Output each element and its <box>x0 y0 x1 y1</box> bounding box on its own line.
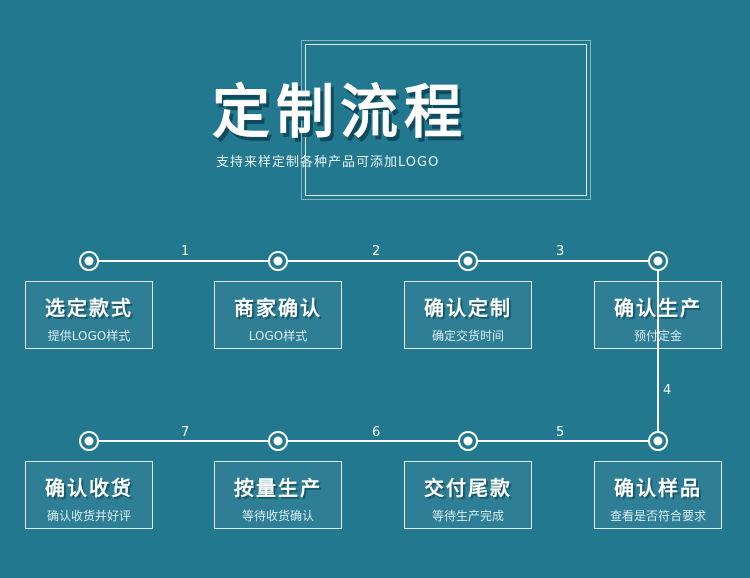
step-card-confirm-customize: 确认定制 确定交货时间 <box>404 281 532 349</box>
page-title: 定制流程 <box>212 78 469 146</box>
node-3 <box>458 251 478 271</box>
step-card-merchant-confirm: 商家确认 LOGO样式 <box>214 281 342 349</box>
title-frame-back <box>305 44 587 196</box>
step-desc: 查看是否符合要求 <box>609 509 706 523</box>
node-8 <box>648 431 668 451</box>
node-5 <box>79 431 99 451</box>
node-6 <box>268 431 288 451</box>
step-card-mass-production: 按量生产 等待收货确认 <box>214 461 342 529</box>
title-frame-front <box>301 40 591 200</box>
step-desc: 等待生产完成 <box>431 509 504 523</box>
step-title: 确认定制 <box>424 296 512 320</box>
connector-label-4: 4 <box>663 383 672 398</box>
step-title: 选定款式 <box>45 296 133 320</box>
node-7 <box>458 431 478 451</box>
step-title: 确认样品 <box>614 476 702 500</box>
step-title: 确认收货 <box>45 476 133 500</box>
step-card-select-style: 选定款式 提供LOGO样式 <box>25 281 153 349</box>
step-card-final-payment: 交付尾款 等待生产完成 <box>404 461 532 529</box>
node-2 <box>268 251 288 271</box>
step-desc: 确定交货时间 <box>431 329 504 343</box>
step-desc: 提供LOGO样式 <box>47 329 131 343</box>
step-card-confirm-production: 确认生产 预付定金 <box>594 281 722 349</box>
step-title: 按量生产 <box>234 476 322 500</box>
connector-label-7: 7 <box>181 425 190 440</box>
node-1 <box>79 251 99 271</box>
connector-label-2: 2 <box>372 244 381 259</box>
step-title: 商家确认 <box>234 296 322 320</box>
step-desc: 确认收货并好评 <box>46 509 131 523</box>
step-title: 交付尾款 <box>424 476 512 500</box>
connector-label-3: 3 <box>556 244 565 259</box>
step-card-confirm-sample: 确认样品 查看是否符合要求 <box>594 461 722 529</box>
connector-label-6: 6 <box>372 425 381 440</box>
node-4 <box>648 251 668 271</box>
connector-label-5: 5 <box>556 425 565 440</box>
step-desc: LOGO样式 <box>248 329 308 343</box>
step-card-confirm-receipt: 确认收货 确认收货并好评 <box>25 461 153 529</box>
step-title: 确认生产 <box>614 296 702 320</box>
connector-label-1: 1 <box>181 244 190 259</box>
page-subtitle: 支持来样定制各种产品可添加LOGO <box>216 155 440 170</box>
step-desc: 预付定金 <box>633 329 682 343</box>
step-desc: 等待收货确认 <box>241 509 314 523</box>
